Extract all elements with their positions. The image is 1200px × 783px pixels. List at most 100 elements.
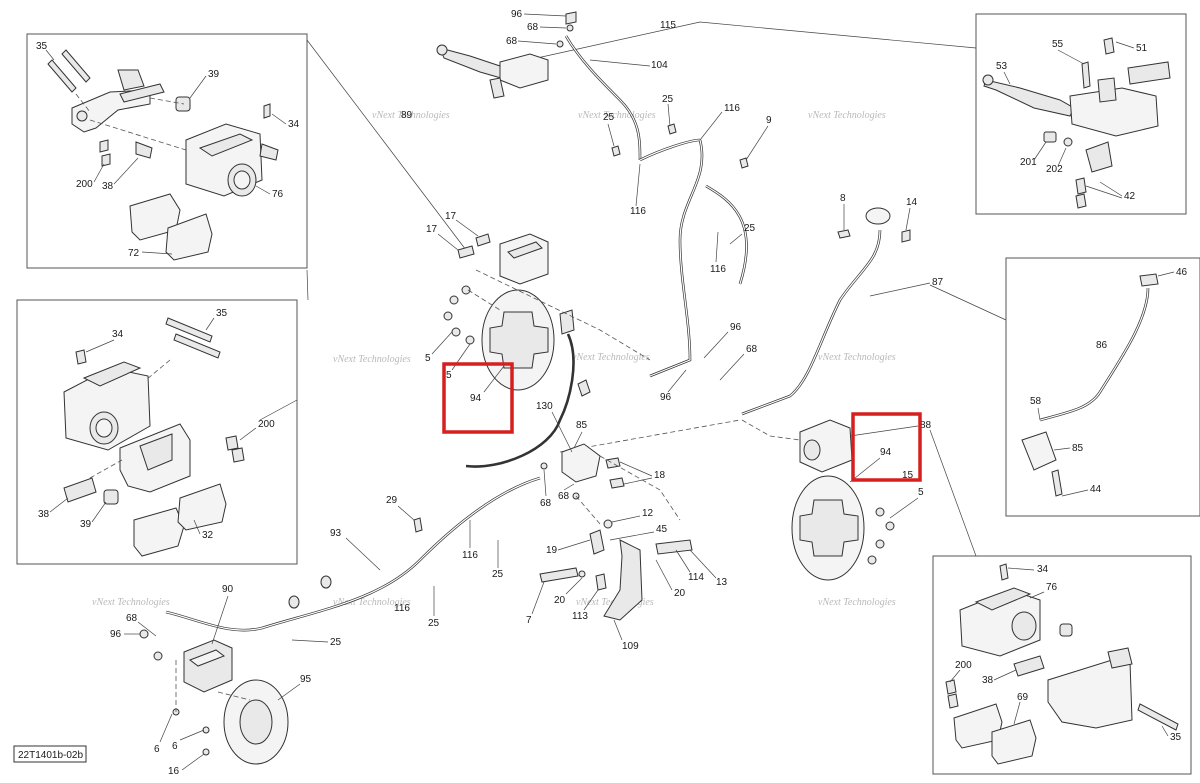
callout-label: 68 [506,36,518,47]
callout-label: 93 [330,528,342,539]
pin-part [589,529,605,555]
assembly-line [467,269,651,361]
leader-line [1029,591,1045,599]
leader-line [613,619,623,641]
leader-line [703,331,729,359]
callout-label: 42 [1124,191,1136,202]
washer-part [449,295,459,305]
callout-label: 35 [216,308,228,319]
callout-label: 89 [401,110,413,121]
leader-line [729,233,743,245]
washer-part [202,726,210,734]
bolt-part [609,477,625,489]
brake-hose [649,139,704,378]
reservoir-hose [1039,287,1149,421]
leader-line [611,515,641,523]
callout-label: 5 [425,353,431,364]
callout-label: 94 [880,447,892,458]
leader-line [675,549,691,573]
washer-part [461,285,471,295]
callout-label: 25 [662,94,674,105]
inset-front-caliper-detail: 35 39 34 200 38 76 72 [26,33,308,269]
callout-label: 115 [660,20,676,31]
grommet-part [288,595,300,609]
callout-label: 25 [330,637,342,648]
diagram-code-box: 22T1401b-02b [13,745,87,763]
leader-line [1157,271,1175,277]
bolt-part [475,233,491,247]
callout-label: 200 [76,179,93,190]
brake-lever [983,79,1075,117]
callout-label: 116 [462,550,478,561]
callout-label: 34 [112,329,124,340]
washer-part [867,555,877,565]
clamp-part [489,77,505,99]
leader-line [345,537,381,571]
leader-line [1161,725,1169,737]
leader-line [483,365,505,393]
leader-line [949,669,961,683]
inset-master-cylinder-detail: 55 51 53 201 202 42 [975,13,1187,215]
leader-line [291,639,329,643]
caliper-part [198,133,254,157]
leader-line [635,163,641,207]
boot-part [1059,623,1073,637]
screw-part [1081,61,1091,89]
leader-line [85,339,115,353]
leader-line [619,461,653,485]
brake-hose [639,138,701,162]
callout-label: 85 [1072,443,1084,454]
leader-line [563,483,575,491]
watermark-text: vNext Technologies [92,597,170,608]
bleeder-part [263,103,271,119]
leader-line [609,531,655,541]
leader-line [889,497,919,519]
callout-label: 6 [172,741,178,752]
callout-label: 25 [744,223,756,234]
front-brake-lever-assembly [436,11,749,378]
pin-part [1107,647,1133,669]
watermark-text: vNext Technologies [578,110,656,121]
callout-label: 116 [394,603,410,614]
leader-line [205,317,215,331]
leader-line [1037,407,1041,421]
brake-pad [133,507,185,557]
callout-label: 35 [36,41,48,52]
leader-line [1033,141,1047,161]
callout-label: 68 [746,344,758,355]
leader-line [527,21,977,61]
leader-line [189,75,207,99]
leader-line [431,331,453,355]
callout-label: 6 [154,744,160,755]
washer-part [443,311,453,321]
caliper-part [82,361,142,387]
brake-hose [741,229,882,416]
pushrod-part [1051,469,1063,497]
brake-disc-hub [239,699,273,745]
leader-line [539,26,567,29]
leader-line [1053,447,1071,451]
bracket-part [139,433,173,471]
leader-line [159,713,173,743]
callout-label: 116 [630,206,646,217]
leader-line [719,353,745,381]
lever-tip [436,44,448,56]
rear-master-cylinder [1021,431,1057,471]
callout-label: 19 [546,545,558,556]
leader-line [993,669,1017,681]
callout-label: 68 [540,498,552,509]
callout-label: 68 [527,22,539,33]
callout-label: 5 [918,487,924,498]
callout-label: 7 [526,615,532,626]
leader-line [689,549,717,579]
caliper-part [974,587,1032,611]
piston-part [803,439,821,461]
master-cylinder [499,53,549,89]
junction-block [561,443,601,483]
leader-line [1061,489,1089,497]
washer-part [451,327,461,337]
callout-label: 69 [1017,692,1029,703]
callout-label: 201 [1020,157,1037,168]
leader-line [655,559,673,591]
